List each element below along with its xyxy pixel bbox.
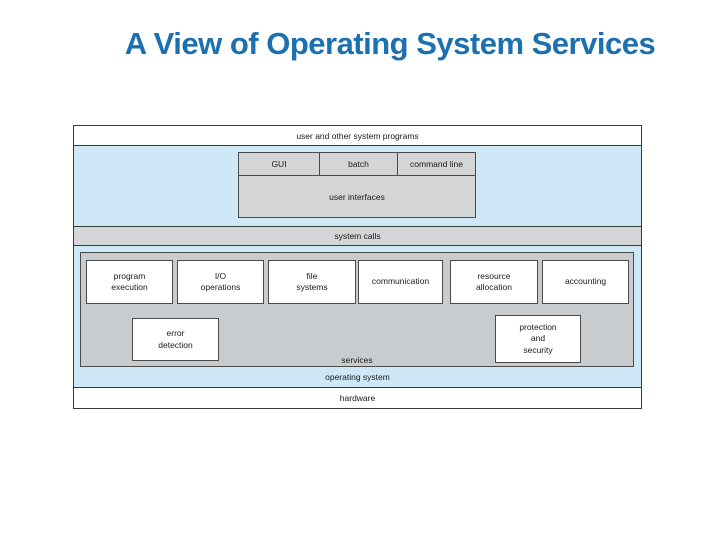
services-panel: program execution I/O operations file sy… — [80, 252, 634, 367]
system-calls-bar: system calls — [74, 226, 641, 246]
hardware-bar: hardware — [74, 387, 641, 408]
service-file-systems: file systems — [268, 260, 356, 304]
user-interfaces-label: user interfaces — [329, 191, 385, 202]
user-interfaces-box: GUI batch command line user interfaces — [238, 152, 476, 218]
service-communication: communication — [358, 260, 443, 304]
user-interface-layer: GUI batch command line user interfaces — [74, 146, 641, 226]
os-services-diagram: user and other system programs GUI batch… — [73, 125, 642, 409]
user-programs-label: user and other system programs — [296, 130, 419, 141]
hardware-label: hardware — [339, 393, 376, 403]
service-accounting: accounting — [542, 260, 629, 304]
slide-title: A View of Operating System Services — [124, 26, 656, 61]
command-line-cell: command line — [397, 153, 475, 175]
interface-type-cells: GUI batch command line — [239, 153, 475, 176]
operating-system-layer: program execution I/O operations file sy… — [74, 246, 641, 387]
service-error-detection: error detection — [132, 318, 219, 361]
service-program-execution: program execution — [86, 260, 173, 304]
service-resource-allocation: resource allocation — [450, 260, 538, 304]
operating-system-label: operating system — [325, 372, 390, 382]
service-protection-security: protection and security — [495, 315, 581, 363]
services-label: services — [341, 355, 373, 365]
system-calls-label: system calls — [334, 231, 381, 241]
batch-cell: batch — [319, 153, 397, 175]
gui-cell: GUI — [271, 159, 287, 169]
service-io-operations: I/O operations — [177, 260, 264, 304]
user-programs-bar: user and other system programs — [74, 126, 641, 146]
